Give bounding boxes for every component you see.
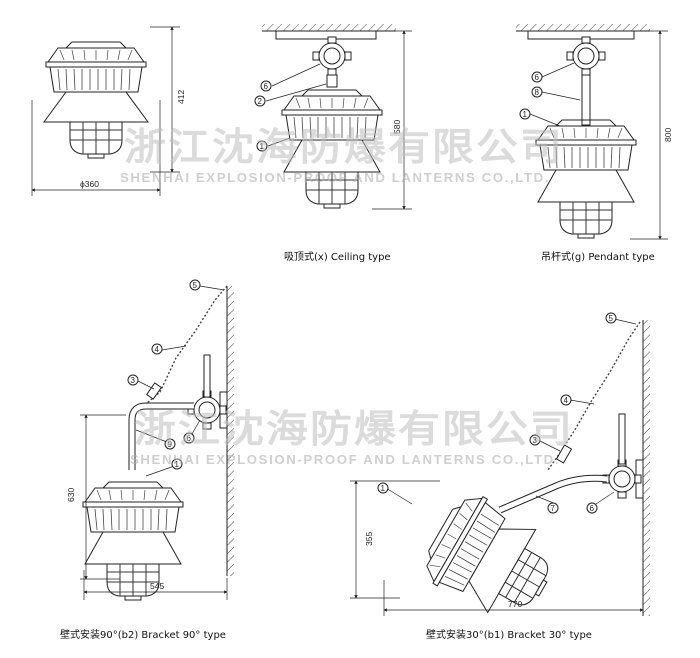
callout-1: 1 xyxy=(519,108,531,120)
caption-bracket-30: 壁式安装30°(b1) Bracket 30° type xyxy=(426,630,592,641)
svg-text:9: 9 xyxy=(168,440,173,449)
callout-2: 2 xyxy=(254,95,266,107)
svg-text:8: 8 xyxy=(535,88,540,97)
watermark-bottom: 浙江沈海防爆有限公司 SHENHAI EXPLOSION-PROOF AND L… xyxy=(130,407,574,467)
svg-text:2: 2 xyxy=(258,97,263,106)
svg-text:1: 1 xyxy=(381,484,386,493)
callout-5: 5 xyxy=(189,279,201,291)
watermark-en-bottom: SHENHAI EXPLOSION-PROOF AND LANTERNS CO.… xyxy=(130,453,560,467)
callout-1: 1 xyxy=(171,458,183,470)
svg-text:5: 5 xyxy=(193,281,198,290)
caption-ceiling-type: 吸顶式(x) Ceiling type xyxy=(284,252,391,263)
callout-6: 6 xyxy=(586,502,598,514)
callout-6: 6 xyxy=(183,432,195,444)
fig5-height-label: 355 xyxy=(364,532,374,546)
fig2-height-label: 580 xyxy=(392,120,402,134)
figure-bracket-30: 355 770 5 4 3 1 7 6 xyxy=(350,312,650,632)
callout-4: 4 xyxy=(151,343,163,355)
callout-6: 6 xyxy=(531,71,543,83)
callout-7: 7 xyxy=(547,502,559,514)
svg-text:3: 3 xyxy=(131,376,136,385)
fig3-height-label: 800 xyxy=(663,128,673,142)
svg-text:3: 3 xyxy=(533,436,538,445)
fig4-width-label: 545 xyxy=(150,581,164,591)
callout-5: 5 xyxy=(605,312,617,324)
svg-text:1: 1 xyxy=(175,460,180,469)
callout-1: 1 xyxy=(377,482,389,494)
figure-ceiling-type: 580 6 2 1 xyxy=(254,24,412,210)
callout-3: 3 xyxy=(127,374,139,386)
callout-8: 8 xyxy=(531,86,543,98)
watermark-top: 浙江沈海防爆有限公司 SHENHAI EXPLOSION-PROOF AND L… xyxy=(120,125,564,185)
caption-bracket-90: 壁式安装90°(b2) Bracket 90° type xyxy=(60,630,226,641)
figure-pendant-type: 800 6 8 1 xyxy=(516,24,673,240)
fig1-diameter-label: ϕ360 xyxy=(80,179,99,189)
fig5-width-label: 770 xyxy=(508,599,522,609)
svg-text:5: 5 xyxy=(609,314,614,323)
callout-4: 4 xyxy=(560,394,572,406)
fig4-height-label: 630 xyxy=(66,488,76,502)
callout-9: 9 xyxy=(164,438,176,450)
svg-text:1: 1 xyxy=(260,142,265,151)
figure-plain-lamp: 412 ϕ360 xyxy=(31,26,186,196)
figure-bracket-90: 630 545 5 4 3 6 9 1 xyxy=(66,279,234,600)
svg-text:4: 4 xyxy=(564,396,569,405)
callout-6: 6 xyxy=(260,80,272,92)
watermark-cn-bottom: 浙江沈海防爆有限公司 xyxy=(134,407,574,451)
svg-text:6: 6 xyxy=(590,504,595,513)
svg-text:6: 6 xyxy=(187,434,192,443)
svg-text:6: 6 xyxy=(535,73,540,82)
watermark-cn-top: 浙江沈海防爆有限公司 xyxy=(124,125,564,169)
fig1-height-label: 412 xyxy=(176,90,186,104)
svg-text:7: 7 xyxy=(551,504,556,513)
caption-pendant-type: 吊杆式(g) Pendant type xyxy=(541,252,655,263)
svg-text:1: 1 xyxy=(523,110,528,119)
svg-text:6: 6 xyxy=(264,82,269,91)
callout-1: 1 xyxy=(256,140,268,152)
callout-3: 3 xyxy=(529,434,541,446)
svg-text:4: 4 xyxy=(155,345,160,354)
watermark-en-top: SHENHAI EXPLOSION-PROOF AND LANTERNS CO.… xyxy=(120,171,550,185)
